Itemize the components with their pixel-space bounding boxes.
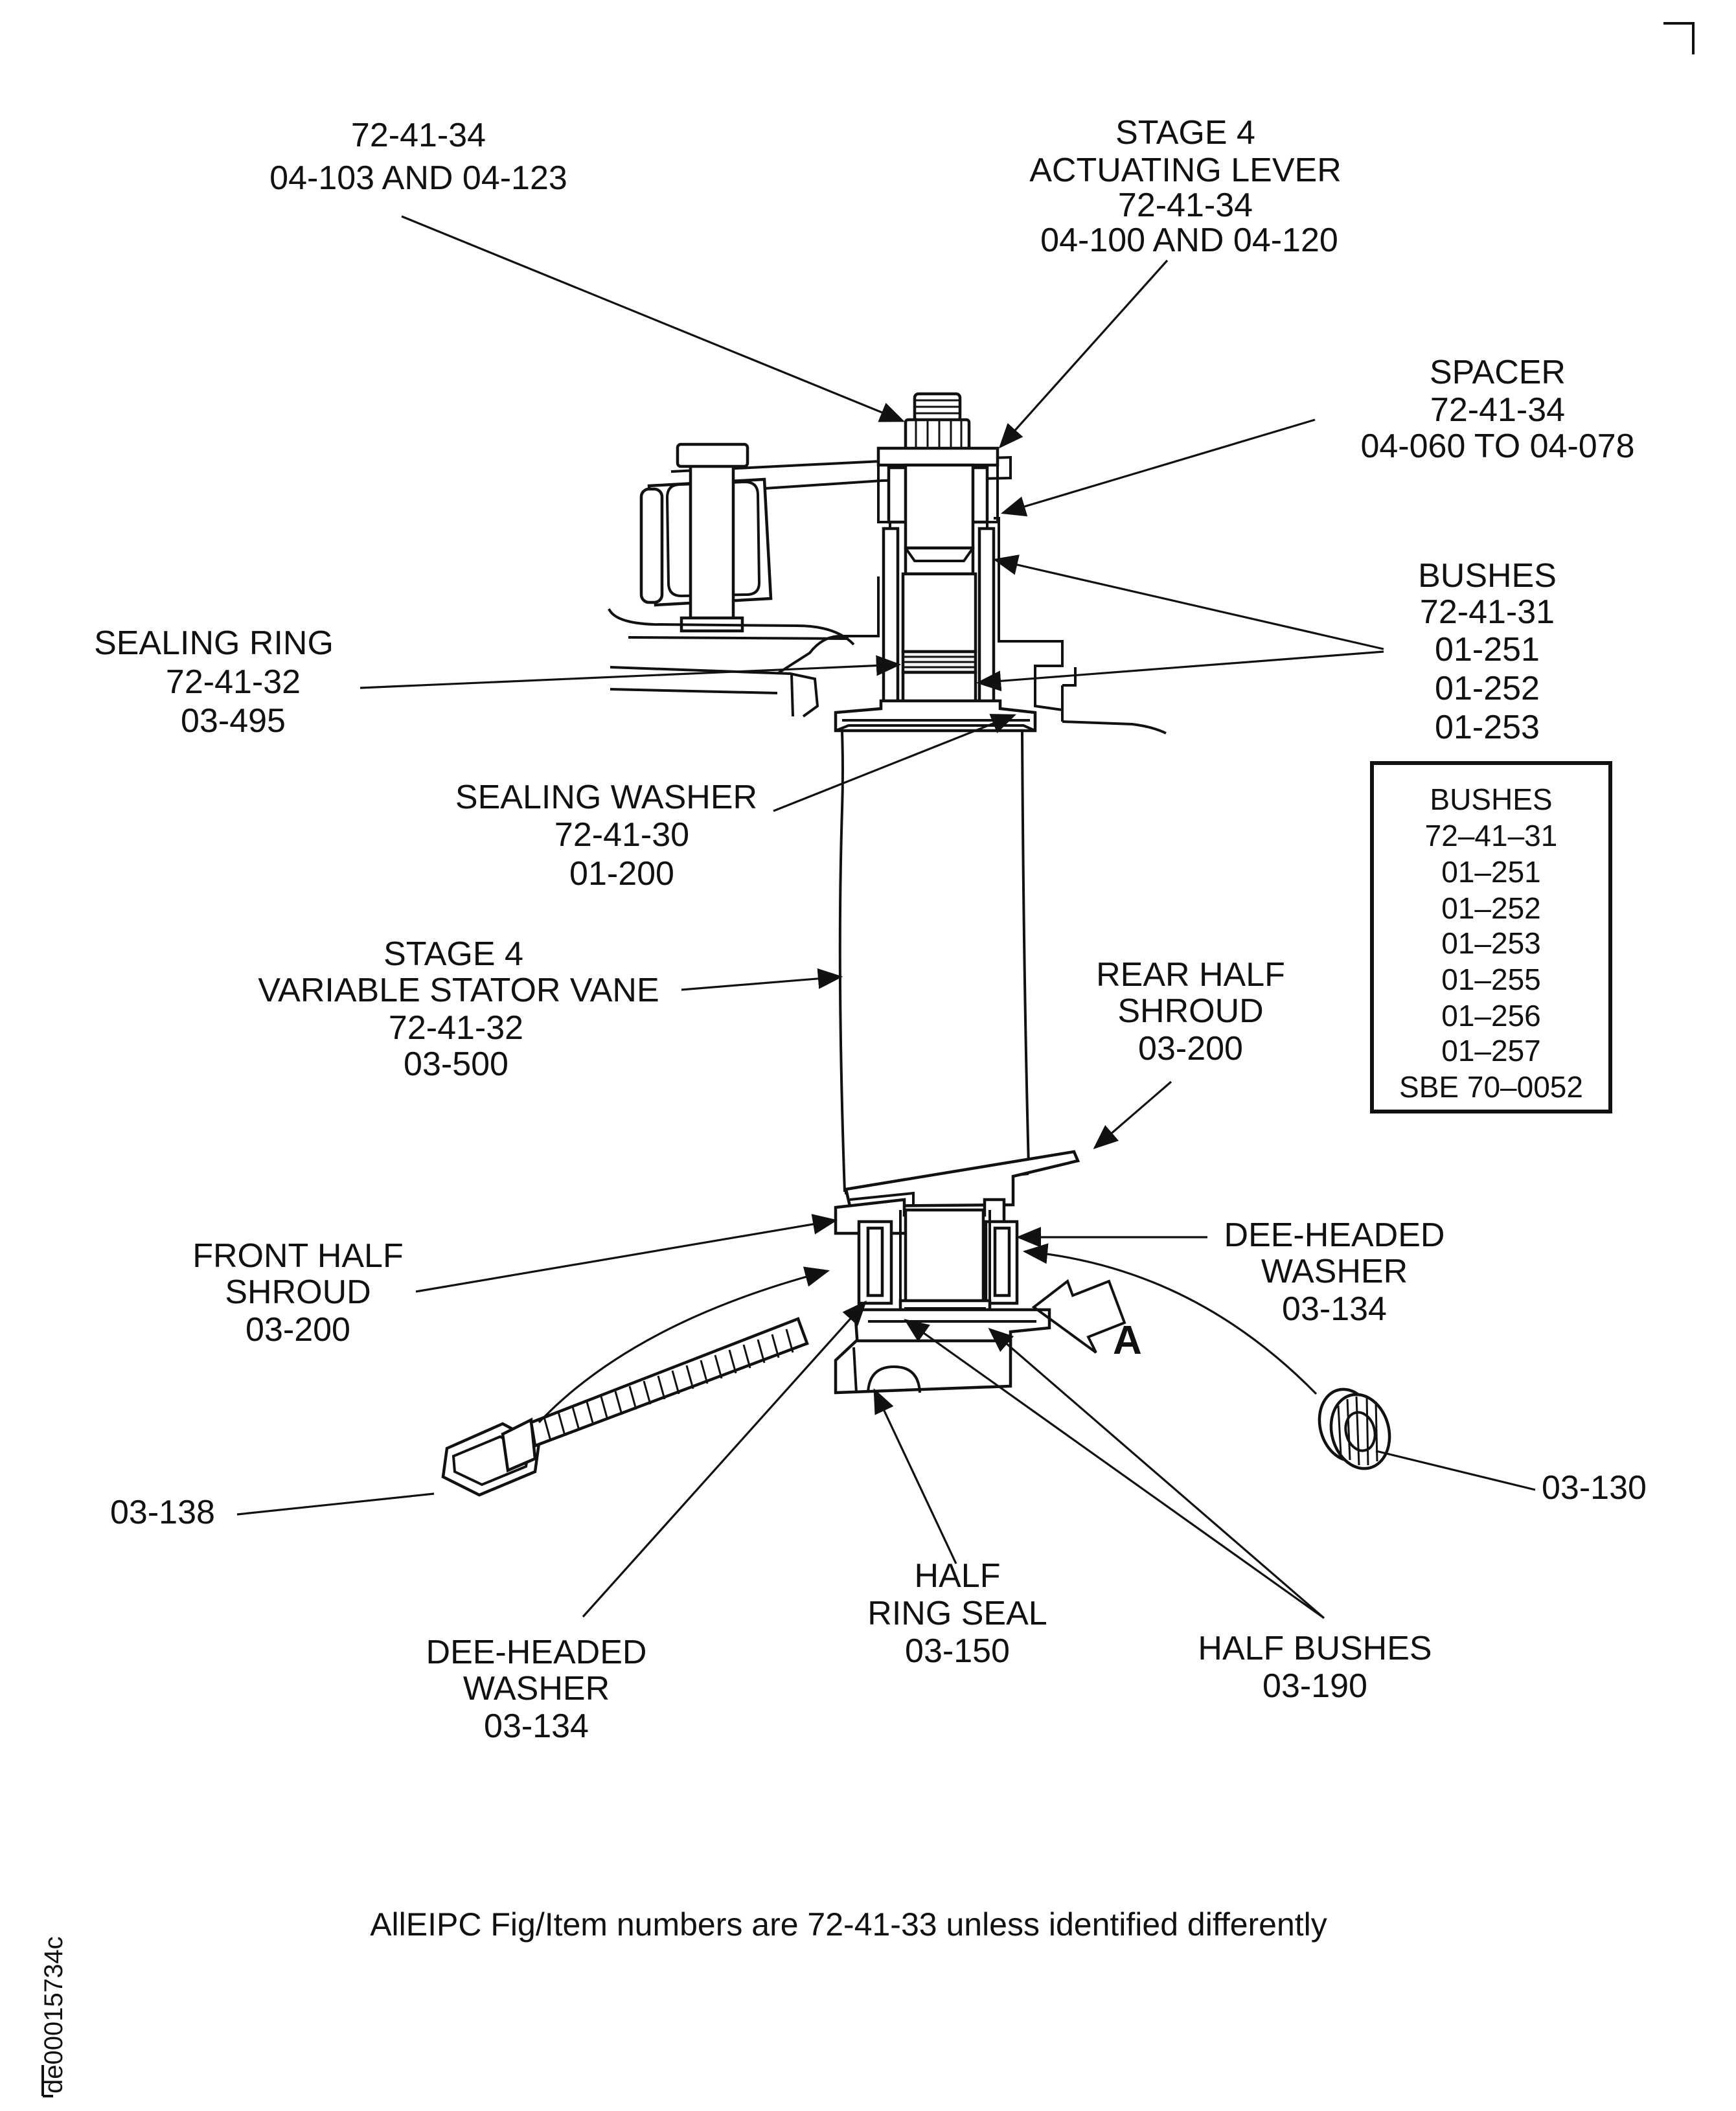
svg-text:72-41-32: 72-41-32: [389, 1009, 523, 1047]
svg-text:01-252: 01-252: [1435, 670, 1540, 707]
svg-text:72–41–31: 72–41–31: [1425, 819, 1558, 852]
callout-front-half-shroud: FRONT HALF SHROUD 03-200: [192, 1237, 404, 1349]
svg-text:01–253: 01–253: [1441, 926, 1541, 960]
callout-half-bushes: HALF BUSHES 03-190: [1198, 1630, 1432, 1705]
view-arrow-a: [1031, 1279, 1126, 1354]
callout-top-left: 72-41-34 04-103 AND 04-123: [269, 117, 567, 197]
stator-vane-body: [838, 731, 1031, 1194]
svg-text:03-190: 03-190: [1262, 1667, 1367, 1705]
svg-text:01-253: 01-253: [1435, 709, 1540, 746]
svg-text:03-134: 03-134: [484, 1707, 589, 1745]
svg-text:03-150: 03-150: [905, 1632, 1010, 1670]
svg-text:STAGE 4: STAGE 4: [1115, 114, 1255, 152]
svg-text:SEALING RING: SEALING RING: [94, 624, 334, 662]
svg-text:HALF: HALF: [915, 1557, 1001, 1595]
callout-actuating-lever: STAGE 4 ACTUATING LEVER 72-41-34 04-100 …: [1029, 114, 1342, 259]
callout-bushes: BUSHES 72-41-31 01-251 01-252 01-253: [1418, 557, 1557, 746]
corner-mark: [1663, 22, 1695, 54]
svg-text:REAR HALF: REAR HALF: [1096, 956, 1285, 994]
callout-sealing-washer: SEALING WASHER 72-41-30 01-200: [455, 779, 757, 893]
svg-text:03-500: 03-500: [404, 1045, 508, 1083]
svg-text:DEE-HEADED: DEE-HEADED: [426, 1634, 647, 1671]
svg-text:HALF BUSHES: HALF BUSHES: [1198, 1630, 1432, 1667]
svg-text:VARIABLE STATOR VANE: VARIABLE STATOR VANE: [258, 972, 659, 1009]
view-arrow-label: A: [1113, 1318, 1142, 1363]
footnote: AllEIPC Fig/Item numbers are 72-41-33 un…: [370, 1906, 1327, 1943]
callout-stator-vane: STAGE 4 VARIABLE STATOR VANE 72-41-32 03…: [258, 935, 659, 1083]
svg-text:RING SEAL: RING SEAL: [867, 1595, 1047, 1632]
svg-text:72-41-34: 72-41-34: [351, 117, 486, 154]
nut-03-130: [1318, 1387, 1391, 1470]
svg-text:SHROUD: SHROUD: [1117, 992, 1263, 1030]
svg-text:03-134: 03-134: [1282, 1290, 1387, 1328]
svg-text:BUSHES: BUSHES: [1418, 557, 1557, 595]
svg-text:SHROUD: SHROUD: [225, 1273, 371, 1311]
svg-text:SEALING WASHER: SEALING WASHER: [455, 779, 757, 816]
svg-text:04-100 AND 04-120: 04-100 AND 04-120: [1040, 222, 1338, 259]
svg-text:72-41-30: 72-41-30: [554, 816, 689, 854]
svg-text:01-251: 01-251: [1435, 631, 1540, 668]
svg-text:01–255: 01–255: [1441, 963, 1541, 996]
svg-text:72-41-31: 72-41-31: [1420, 593, 1555, 631]
svg-text:ACTUATING LEVER: ACTUATING LEVER: [1029, 152, 1342, 189]
callout-spacer: SPACER 72-41-34 04-060 TO 04-078: [1360, 354, 1634, 465]
svg-text:01–256: 01–256: [1441, 999, 1541, 1033]
svg-text:01–251: 01–251: [1441, 855, 1541, 889]
svg-text:WASHER: WASHER: [1261, 1253, 1408, 1290]
bottom-assembly: A: [441, 1150, 1391, 1497]
svg-text:SBE 70–0052: SBE 70–0052: [1399, 1070, 1583, 1104]
callout-bolt: 03-138: [110, 1494, 215, 1531]
drawing-id: de00015734c: [40, 1937, 68, 2094]
leader-lines: [236, 215, 1536, 1619]
svg-text:FRONT HALF: FRONT HALF: [192, 1237, 404, 1275]
svg-text:01–257: 01–257: [1441, 1034, 1541, 1067]
svg-text:72-41-34: 72-41-34: [1118, 187, 1253, 224]
svg-text:03-495: 03-495: [181, 702, 286, 740]
svg-text:01–252: 01–252: [1441, 891, 1541, 925]
svg-text:BUSHES: BUSHES: [1430, 782, 1552, 816]
callout-rear-half-shroud: REAR HALF SHROUD 03-200: [1096, 956, 1285, 1067]
svg-text:03-200: 03-200: [1138, 1030, 1243, 1067]
callout-sealing-ring: SEALING RING 72-41-32 03-495: [94, 624, 334, 740]
svg-text:DEE-HEADED: DEE-HEADED: [1224, 1216, 1445, 1254]
svg-text:WASHER: WASHER: [463, 1670, 610, 1707]
callout-half-ring-seal: HALF RING SEAL 03-150: [867, 1557, 1047, 1670]
bolt-03-138: [441, 1317, 809, 1497]
callout-dee-washer-right: DEE-HEADED WASHER 03-134: [1224, 1216, 1445, 1328]
callout-dee-washer-bottom: DEE-HEADED WASHER 03-134: [426, 1634, 647, 1745]
svg-text:72-41-34: 72-41-34: [1430, 391, 1565, 429]
svg-text:04-103 AND 04-123: 04-103 AND 04-123: [269, 159, 567, 197]
svg-text:SPACER: SPACER: [1430, 354, 1566, 391]
svg-text:01-200: 01-200: [569, 855, 674, 893]
svg-text:72-41-32: 72-41-32: [166, 663, 301, 701]
svg-text:04-060 TO 04-078: 04-060 TO 04-078: [1360, 428, 1634, 465]
bushes-box: BUSHES 72–41–31 01–251 01–252 01–253 01–…: [1370, 761, 1612, 1113]
callout-nut: 03-130: [1542, 1469, 1647, 1507]
actuating-assembly: [608, 392, 1167, 735]
svg-text:STAGE 4: STAGE 4: [383, 935, 523, 973]
svg-text:03-200: 03-200: [246, 1311, 350, 1349]
